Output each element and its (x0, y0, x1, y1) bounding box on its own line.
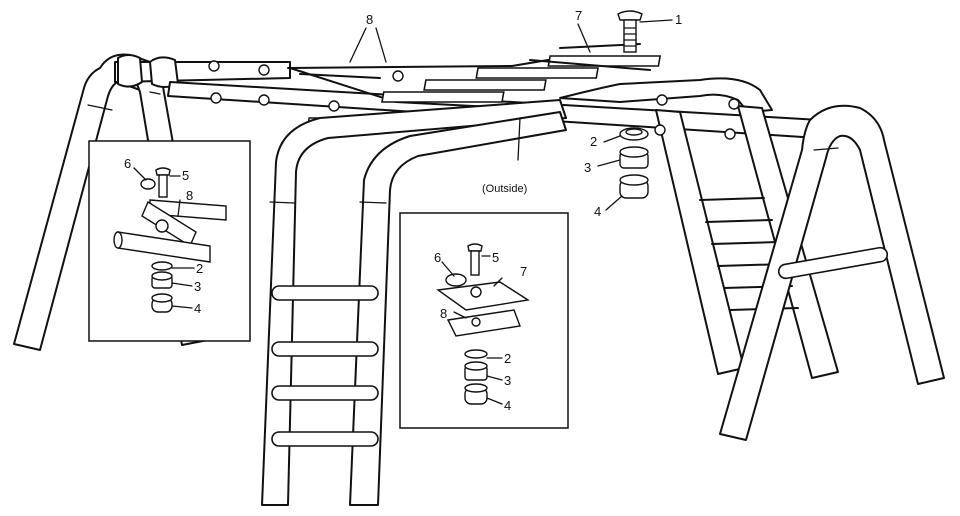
left-inset-6: 6 (124, 156, 131, 171)
callout-2: 2 (590, 134, 597, 149)
center-inset-8: 8 (440, 306, 447, 321)
hardware-stack-right (619, 127, 649, 199)
rail-bolts (208, 60, 740, 140)
left-inset-5: 5 (182, 168, 189, 183)
callout-8: 8 (366, 12, 373, 27)
left-inset-8: 8 (186, 188, 193, 203)
center-inset-4: 4 (504, 398, 511, 413)
left-ladder-rungs (271, 285, 379, 447)
bolt-1 (617, 10, 643, 53)
center-inset-6: 6 (434, 250, 441, 265)
main-callout-lines (349, 19, 673, 211)
outside-label: (Outside) (482, 183, 527, 195)
callout-1: 1 (675, 12, 682, 27)
center-inset-detail (399, 212, 569, 429)
center-inset-2: 2 (504, 351, 511, 366)
center-arch (261, 99, 567, 506)
right-a-frame (719, 104, 945, 441)
center-inset-7: 7 (520, 264, 527, 279)
callout-3: 3 (584, 160, 591, 175)
left-inset-3: 3 (194, 279, 201, 294)
callout-7: 7 (575, 8, 582, 23)
left-inset-detail (88, 140, 251, 342)
center-inset-3: 3 (504, 373, 511, 388)
left-inset-4: 4 (194, 301, 201, 316)
left-inset-2: 2 (196, 261, 203, 276)
callout-4: 4 (594, 204, 601, 219)
center-inset-5: 5 (492, 250, 499, 265)
